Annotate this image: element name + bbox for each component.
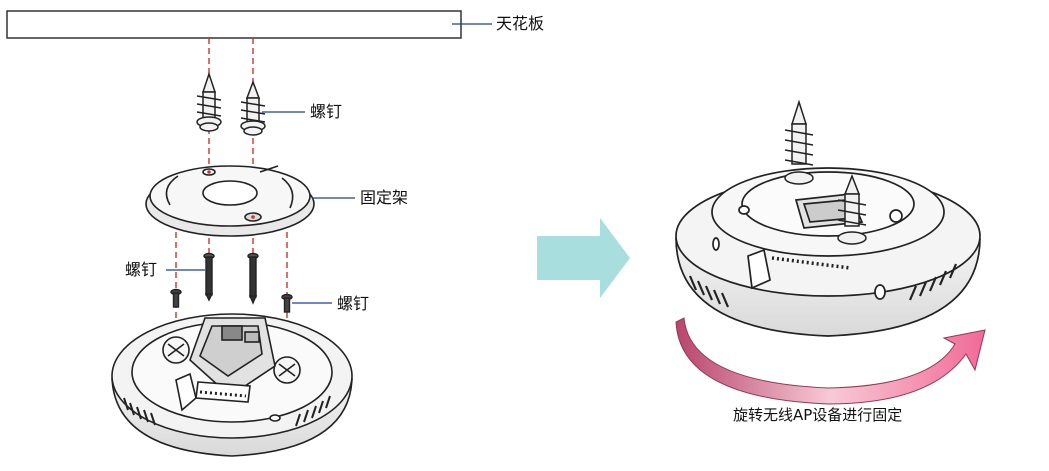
mounted-anchor-screw-left [784,99,814,185]
ap-device-back [111,313,353,457]
long-screw-right [247,252,259,305]
curved-arrow-icon [675,317,986,405]
ceiling-label: 天花板 [496,14,545,33]
wall-anchor-screw-right [240,79,266,136]
mounted-anchor-screw-right [837,173,867,245]
arrow-right-icon [537,218,630,298]
ceiling-board [6,10,462,39]
ap-device-mounted [675,167,981,337]
small-screw-right [281,293,293,313]
long-screw-left [203,252,215,302]
small-screw-left [170,288,182,308]
bracket-label: 固定架 [360,188,409,207]
screws-left-label: 螺钉 [125,260,158,279]
screws-right-label: 螺钉 [337,294,370,313]
screws-top-label: 螺钉 [310,102,343,121]
caption-label: 旋转无线AP设备进行固定 [733,406,903,424]
mounting-bracket [145,165,315,237]
wall-anchor-screw-left [196,71,222,132]
